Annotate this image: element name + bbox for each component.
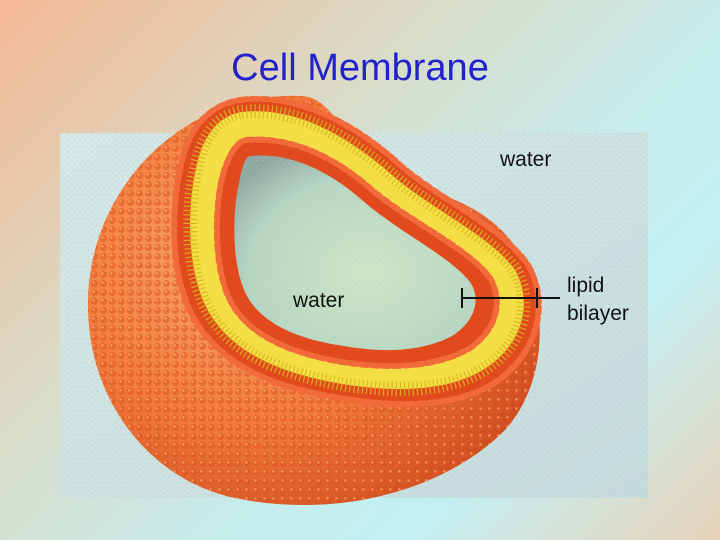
outer-head-beads bbox=[171, 95, 542, 407]
lipid-bilayer-label-line2: bilayer bbox=[567, 302, 629, 325]
inner-water-texture bbox=[234, 155, 476, 351]
inner-water-label: water bbox=[292, 289, 344, 312]
outer-water-label: water bbox=[499, 148, 551, 171]
lipid-bilayer-label-line1: lipid bbox=[567, 274, 604, 297]
lipid-tail-texture bbox=[183, 104, 531, 396]
slide-title: Cell Membrane bbox=[231, 47, 489, 89]
lipid-bilayer-pointer bbox=[461, 288, 560, 308]
inner-head-beads bbox=[213, 136, 500, 369]
